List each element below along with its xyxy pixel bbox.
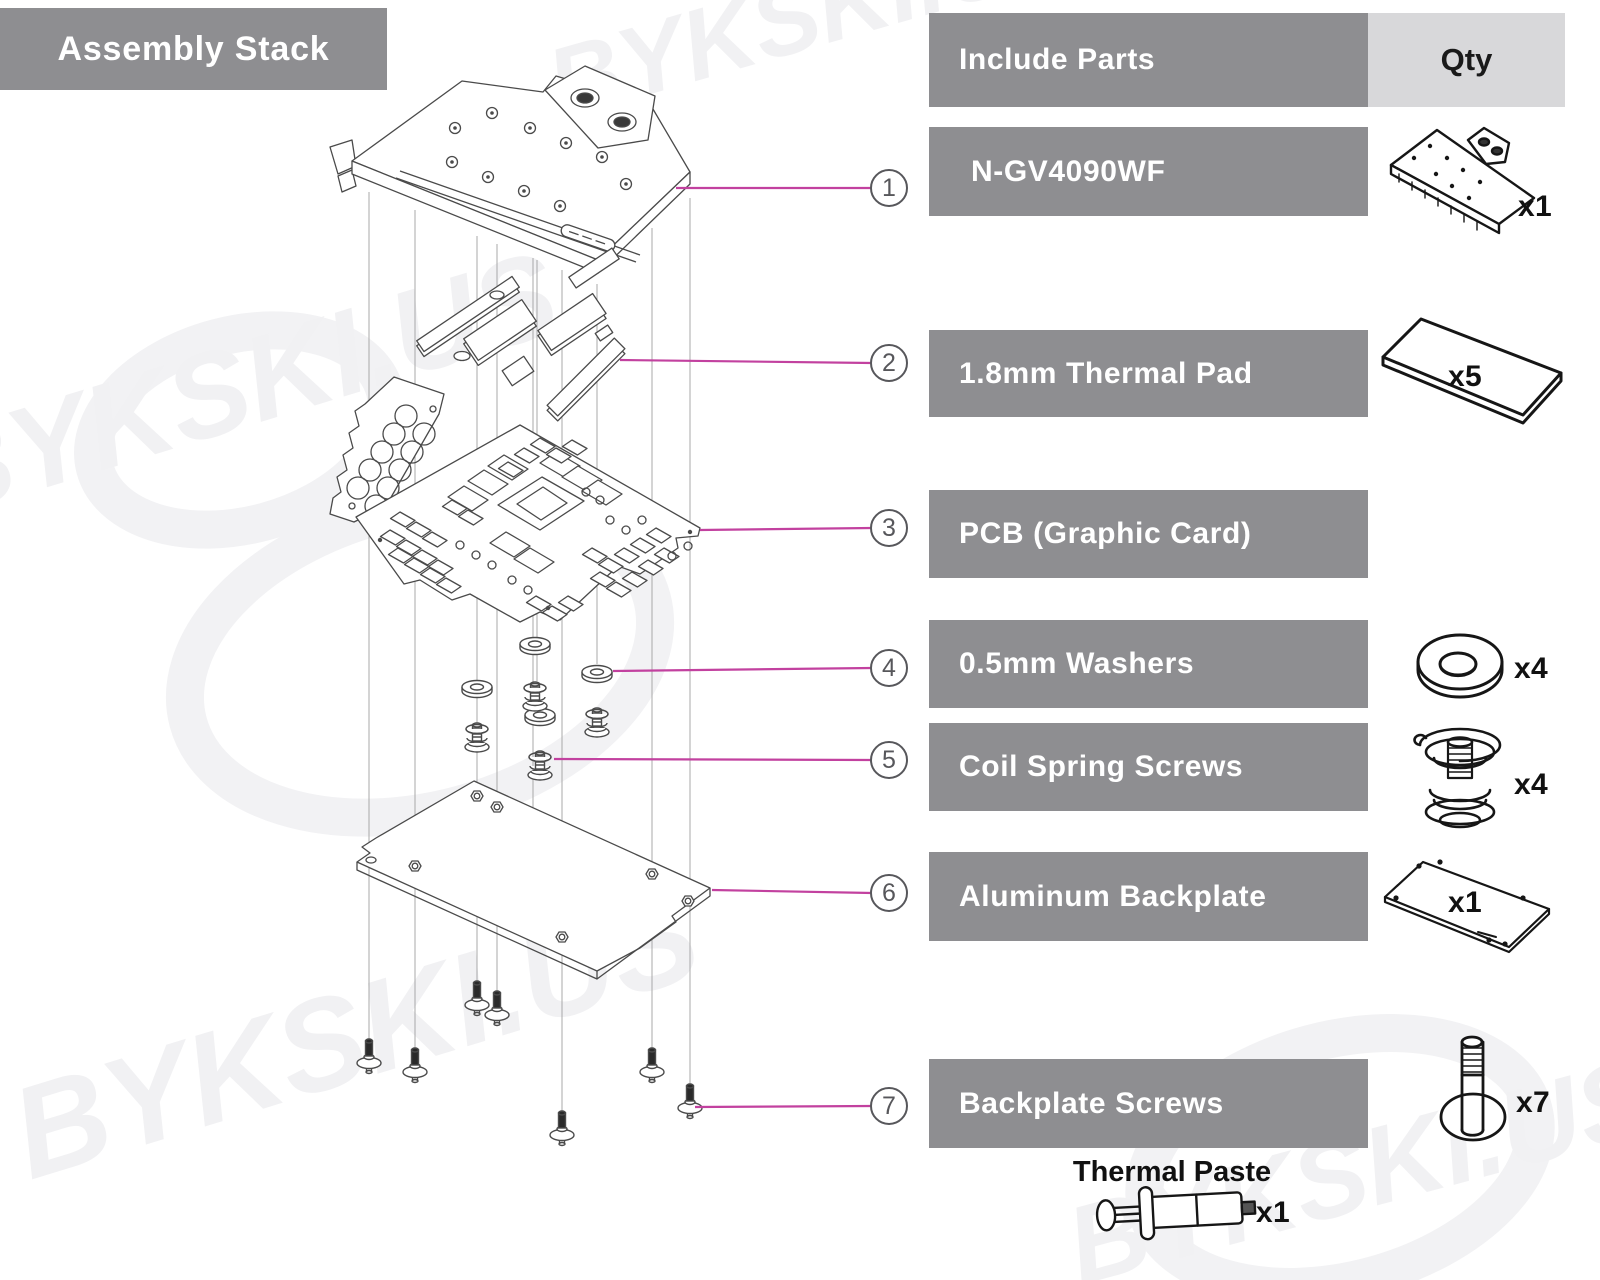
leader-lines (553, 186, 873, 1109)
backplate-screw-icon (1439, 1035, 1507, 1142)
water-block-icon (1389, 126, 1536, 235)
table-row-washers: 0.5mm Washers (929, 620, 1368, 708)
table-row-backplate: Aluminum Backplate (929, 852, 1368, 941)
table-header-qty: Qty (1368, 13, 1565, 107)
callout-3: 3 (870, 509, 908, 547)
thermal-paste-syringe-icon (1095, 1186, 1257, 1241)
qty-thermal-paste: x1 (1256, 1196, 1290, 1229)
qty-backplate-screws: x7 (1516, 1086, 1550, 1119)
callout-6: 6 (870, 874, 908, 912)
washer-icon (1416, 633, 1504, 699)
table-row-water-block: N-GV4090WF (929, 127, 1368, 216)
row-label: Coil Spring Screws (959, 750, 1244, 783)
thermal-pads-drawing (416, 247, 626, 422)
page-title: Assembly Stack (57, 29, 330, 68)
aluminum-backplate-icon (1383, 859, 1551, 954)
table-row-pcb: PCB (Graphic Card) (929, 490, 1368, 578)
table-row-coil-spring-screws: Coil Spring Screws (929, 723, 1368, 811)
callout-5-number: 5 (882, 745, 896, 774)
row-label: PCB (Graphic Card) (959, 517, 1252, 550)
thermal-paste-label: Thermal Paste (1072, 1156, 1272, 1188)
row-label: Backplate Screws (959, 1086, 1224, 1120)
row-label: 1.8mm Thermal Pad (959, 356, 1253, 390)
qty-header-label: Qty (1440, 42, 1493, 77)
backplate-drawing (356, 780, 711, 980)
callout-1: 1 (870, 169, 908, 207)
callout-6-number: 6 (882, 878, 896, 907)
qty-water-block: x1 (1518, 190, 1552, 223)
table-row-backplate-screws: Backplate Screws (929, 1059, 1368, 1148)
row-label: Aluminum Backplate (959, 879, 1267, 913)
page-title-box: Assembly Stack (0, 8, 387, 90)
callout-4-number: 4 (882, 653, 896, 682)
coil-spring-screw-icon (1413, 727, 1502, 829)
table-header-include-parts: Include Parts (929, 13, 1368, 107)
qty-backplate: x1 (1448, 886, 1482, 919)
qty-washers: x4 (1514, 652, 1548, 685)
pcb-drawing (329, 376, 701, 623)
table-row-thermal-pad: 1.8mm Thermal Pad (929, 330, 1368, 417)
callout-2-number: 2 (882, 348, 896, 377)
row-label: N-GV4090WF (971, 154, 1166, 188)
callout-3-number: 3 (882, 513, 896, 542)
callout-4: 4 (870, 649, 908, 687)
callout-7-number: 7 (882, 1091, 896, 1120)
qty-thermal-pad: x5 (1448, 360, 1482, 393)
qty-coil-spring-screws: x4 (1514, 768, 1548, 801)
thermal-pad-icon (1381, 317, 1563, 425)
callout-1-number: 1 (882, 173, 896, 202)
callout-7: 7 (870, 1087, 908, 1125)
callout-2: 2 (870, 344, 908, 382)
callout-5: 5 (870, 741, 908, 779)
water-block-drawing (329, 65, 691, 274)
include-parts-header-label: Include Parts (959, 43, 1156, 76)
row-label: 0.5mm Washers (959, 647, 1195, 680)
